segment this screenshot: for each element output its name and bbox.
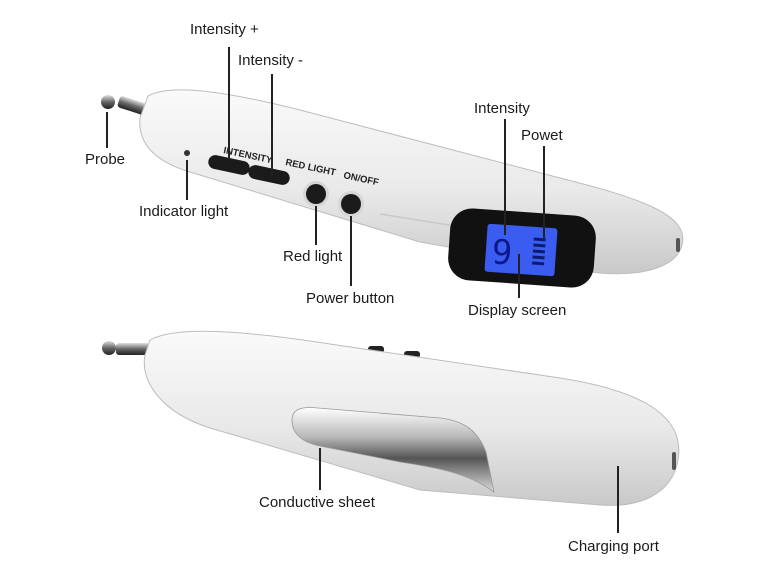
label-intensity-plus: Intensity +: [190, 21, 259, 38]
intensity-plus-button[interactable]: [247, 164, 291, 186]
label-power-display: Powet: [521, 127, 563, 144]
indicator-light: [184, 150, 190, 156]
top-device: INTENSITY RED LIGHT ON/OFF 9: [101, 89, 684, 288]
label-power-button: Power button: [306, 290, 395, 307]
bottom-probe-tip: [102, 341, 150, 355]
red-light-button[interactable]: [306, 184, 326, 204]
leader-lines: [106, 47, 619, 533]
conductive-sheet: [291, 407, 495, 493]
label-intensity-minus: Intensity -: [238, 52, 304, 69]
lcd-intensity-digit: 9: [490, 232, 513, 273]
label-probe: Probe: [85, 151, 126, 168]
label-indicator-light: Indicator light: [139, 203, 229, 220]
intensity-minus-button[interactable]: [207, 154, 251, 176]
display-screen: 9: [448, 208, 596, 288]
label-display-screen: Display screen: [468, 302, 567, 319]
label-red-light: Red light: [283, 248, 343, 265]
lcd-power-bars: [531, 237, 546, 266]
label-intensity-display: Intensity: [474, 100, 530, 117]
label-conductive-sheet: Conductive sheet: [259, 494, 375, 511]
top-device-body: [139, 89, 684, 275]
label-charging-port: Charging port: [568, 538, 659, 555]
power-button[interactable]: [341, 194, 361, 214]
bottom-device: [102, 330, 680, 506]
